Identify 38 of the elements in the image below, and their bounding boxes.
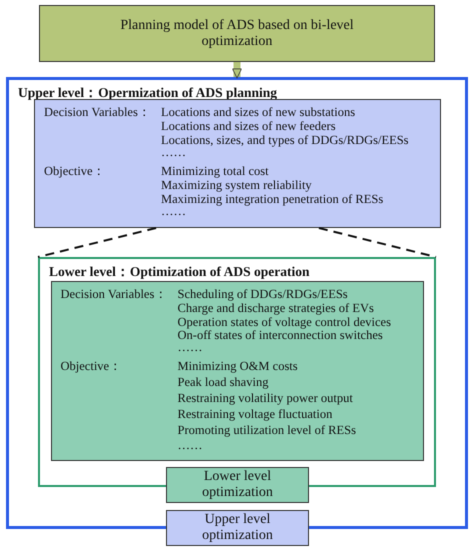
dashed-connector xyxy=(38,227,156,258)
list-item: Operation states of voltage control devices xyxy=(178,314,391,328)
process-box xyxy=(39,5,435,62)
list-item: …… xyxy=(178,340,202,354)
frame-heading: Lower level：Optimization of ADS operation xyxy=(49,263,310,281)
row-label: Objective： xyxy=(44,164,106,178)
list-item: On-off states of interconnection switches xyxy=(178,328,383,342)
process-box xyxy=(166,510,309,546)
list-item: Locations, sizes, and types of DDGs/RDGs/EESs xyxy=(161,133,409,147)
list-item: Maximizing integration penetration of RESs xyxy=(161,192,384,206)
box-label: Upper level optimization xyxy=(201,512,274,544)
list-item: Scheduling of DDGs/RDGs/EESs xyxy=(178,286,348,300)
list-item: Peak load shaving xyxy=(178,374,268,388)
list-item: …… xyxy=(161,204,186,218)
block-arrow xyxy=(232,62,242,78)
process-box xyxy=(166,467,309,503)
row-label: Decision Variables： xyxy=(60,286,168,300)
list-item: Restraining voltage fluctuation xyxy=(178,406,332,420)
row-label: Decision Variables： xyxy=(44,105,151,119)
box-label: Planning model of ADS based on bi-level optimization xyxy=(119,18,355,50)
list-item: Minimizing O&M costs xyxy=(178,358,298,372)
frame-heading: Upper level：Opermization of ADS planning xyxy=(18,84,278,102)
list-item: Promoting utilization level of RESs xyxy=(178,422,356,436)
variables-panel xyxy=(50,280,424,460)
upper-level-frame xyxy=(6,77,468,529)
dashed-connector xyxy=(318,227,436,258)
list-item: …… xyxy=(161,145,186,159)
row-label: Objective： xyxy=(60,358,122,372)
list-item: Restraining volatility power output xyxy=(178,390,353,404)
list-item: Maximizing system reliability xyxy=(161,178,312,192)
list-item: Charge and discharge strategies of EVs xyxy=(178,300,374,314)
variables-panel xyxy=(34,99,441,228)
list-item: Minimizing total cost xyxy=(161,164,269,178)
list-item: …… xyxy=(178,438,202,452)
box-label: Lower level optimization xyxy=(201,469,274,501)
list-item: Locations and sizes of new substations xyxy=(161,105,356,119)
lower-level-frame xyxy=(38,257,436,487)
list-item: Locations and sizes of new feeders xyxy=(161,119,336,133)
